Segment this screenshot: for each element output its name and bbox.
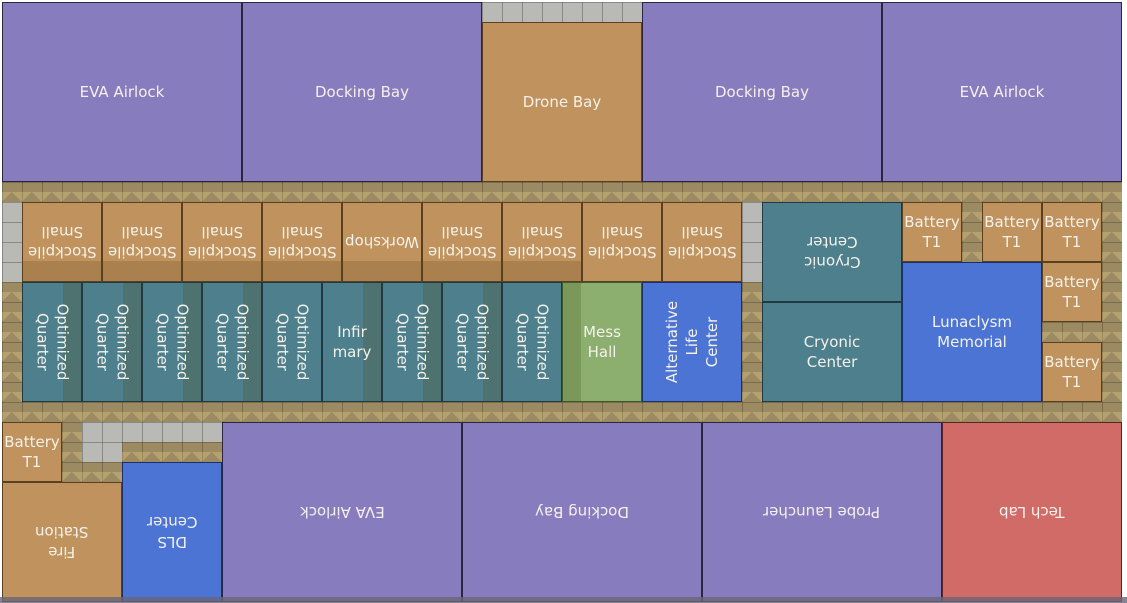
room-stockpile-8[interactable]: Stockpile Small [662,202,742,282]
room-stockpile-3[interactable]: Stockpile Small [182,202,262,282]
room-mess-hall[interactable]: Mess Hall [562,282,642,402]
room-stockpile-5[interactable]: Stockpile Small [422,202,502,282]
room-label: Battery T1 [984,213,1040,251]
room-battery-t1-bottom[interactable]: Battery T1 [2,422,62,482]
room-label: Optimized Quarter [153,303,191,381]
empty-tiles-mid [742,202,762,282]
room-cryonic-center-lower[interactable]: Cryonic Center [762,302,902,402]
room-label: DLS Center [146,513,198,551]
room-battery-t1-5[interactable]: Battery T1 [1042,342,1102,402]
room-label: Optimized Quarter [513,303,551,381]
room-label: Battery T1 [1044,353,1100,391]
room-label: Fire Station [35,523,89,561]
room-workshop[interactable]: Workshop [342,202,422,282]
room-optimized-quarter-5[interactable]: Optimized Quarter [262,282,322,402]
room-stockpile-4[interactable]: Stockpile Small [262,202,342,282]
room-probe-launcher[interactable]: Probe Launcher [702,422,942,602]
room-label: Stockpile Small [427,223,497,261]
room-label: Stockpile Small [187,223,257,261]
empty-tiles-bottom-2 [82,442,122,462]
room-stockpile-7[interactable]: Stockpile Small [582,202,662,282]
room-label: Optimized Quarter [453,303,491,381]
room-label: Optimized Quarter [213,303,251,381]
room-label: EVA Airlock [299,503,385,521]
room-stockpile-2[interactable]: Stockpile Small [102,202,182,282]
room-battery-t1-1[interactable]: Battery T1 [902,202,962,262]
room-drone-bay[interactable]: Drone Bay [482,22,642,182]
room-label: Optimized Quarter [393,303,431,381]
room-docking-bay-bottom[interactable]: Docking Bay [462,422,702,602]
room-label: Mess Hall [583,323,621,361]
room-label: Docking Bay [715,83,809,101]
room-cryonic-center-upper[interactable]: Cryonic Center [762,202,902,302]
room-optimized-quarter-4[interactable]: Optimized Quarter [202,282,262,402]
map-bottom-edge [0,597,1127,603]
room-label: Probe Launcher [763,503,881,521]
empty-tiles-bottom [82,422,222,442]
room-label: EVA Airlock [959,83,1045,101]
room-tech-lab[interactable]: Tech Lab [942,422,1122,602]
room-dls-center[interactable]: DLS Center [122,462,222,602]
room-optimized-quarter-8[interactable]: Optimized Quarter [502,282,562,402]
room-label: Stockpile Small [507,223,577,261]
room-label: Drone Bay [522,93,602,111]
room-label: Cryonic Center [803,333,861,371]
room-label: Optimized Quarter [273,303,311,381]
room-optimized-quarter-6[interactable]: Optimized Quarter [382,282,442,402]
room-optimized-quarter-2[interactable]: Optimized Quarter [82,282,142,402]
room-label: Cryonic Center [803,233,861,271]
empty-tiles-top [482,2,642,22]
room-label: Tech Lab [999,503,1065,521]
room-alternative-life-center[interactable]: Alternative Life Center [642,282,742,402]
room-label: Alternative Life Center [662,300,721,384]
room-label: Workshop [344,233,419,251]
room-label: Battery T1 [4,433,60,471]
room-label: Optimized Quarter [93,303,131,381]
room-lunaclysm-memorial[interactable]: Lunaclysm Memorial [902,262,1042,402]
room-docking-bay-top-left[interactable]: Docking Bay [242,2,482,182]
room-label: Stockpile Small [107,223,177,261]
room-docking-bay-top-right[interactable]: Docking Bay [642,2,882,182]
room-fire-station[interactable]: Fire Station [2,482,122,602]
room-label: Battery T1 [1044,273,1100,311]
room-optimized-quarter-1[interactable]: Optimized Quarter [22,282,82,402]
room-label: Lunaclysm Memorial [931,313,1013,351]
room-optimized-quarter-7[interactable]: Optimized Quarter [442,282,502,402]
room-battery-t1-3[interactable]: Battery T1 [1042,202,1102,262]
room-battery-t1-4[interactable]: Battery T1 [1042,262,1102,322]
room-label: Docking Bay [535,503,629,521]
room-label: Optimized Quarter [33,303,71,381]
room-eva-airlock-top-right[interactable]: EVA Airlock [882,2,1122,182]
room-label: Infir mary [332,323,372,361]
room-stockpile-1[interactable]: Stockpile Small [22,202,102,282]
room-label: Stockpile Small [267,223,337,261]
room-optimized-quarter-3[interactable]: Optimized Quarter [142,282,202,402]
room-label: Stockpile Small [27,223,97,261]
room-label: Battery T1 [904,213,960,251]
room-eva-airlock-bottom[interactable]: EVA Airlock [222,422,462,602]
room-label: Docking Bay [315,83,409,101]
room-label: Battery T1 [1044,213,1100,251]
room-label: EVA Airlock [79,83,165,101]
room-battery-t1-2[interactable]: Battery T1 [982,202,1042,262]
room-label: Stockpile Small [587,223,657,261]
room-eva-airlock-top-left[interactable]: EVA Airlock [2,2,242,182]
room-label: Stockpile Small [667,223,737,261]
room-infirmary[interactable]: Infir mary [322,282,382,402]
empty-tiles-left [2,202,22,282]
room-stockpile-6[interactable]: Stockpile Small [502,202,582,282]
